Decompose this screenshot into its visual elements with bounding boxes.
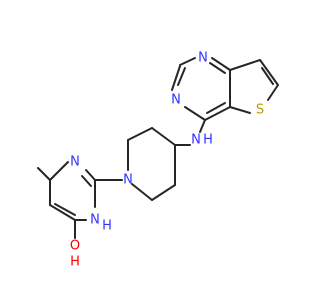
bond (259, 59, 279, 86)
molecule-structure: N N S N H N N N H O H (37, 51, 279, 270)
bond (177, 67, 186, 86)
bond (127, 127, 153, 141)
bond (179, 57, 196, 66)
atom-label-n: N (171, 93, 181, 108)
bond (85, 169, 96, 181)
bond (209, 62, 226, 74)
bond (151, 184, 176, 201)
bond (131, 183, 153, 201)
atom-label-h: H (70, 255, 80, 270)
bond (204, 106, 231, 121)
bond (261, 67, 274, 85)
bond (54, 203, 76, 216)
bond (184, 106, 206, 121)
atom-label-n: N (70, 155, 80, 170)
atom-label-n: N (90, 213, 100, 228)
bond (37, 167, 51, 181)
bond (229, 59, 261, 71)
bond (199, 119, 206, 133)
bond (211, 57, 231, 71)
molecule-canvas: N N S N H N N N H O H (37, 51, 279, 270)
atom-label-n: N (123, 173, 133, 188)
bond (206, 102, 226, 114)
atom-labels: N N S N H N N N H O H (70, 51, 264, 270)
atom-label-h: H (203, 133, 213, 148)
atom-label-n: N (198, 51, 208, 66)
atom-label-o: O (70, 239, 80, 254)
bond (81, 175, 92, 187)
bond (151, 127, 176, 146)
atom-label-h: H (102, 219, 112, 234)
bond (49, 204, 76, 221)
bond (267, 84, 279, 101)
bond (229, 106, 251, 114)
bond (49, 161, 69, 181)
bonds (37, 57, 279, 239)
atom-label-s: S (256, 103, 264, 118)
bond (171, 65, 181, 91)
atom-label-n: N (191, 133, 201, 148)
